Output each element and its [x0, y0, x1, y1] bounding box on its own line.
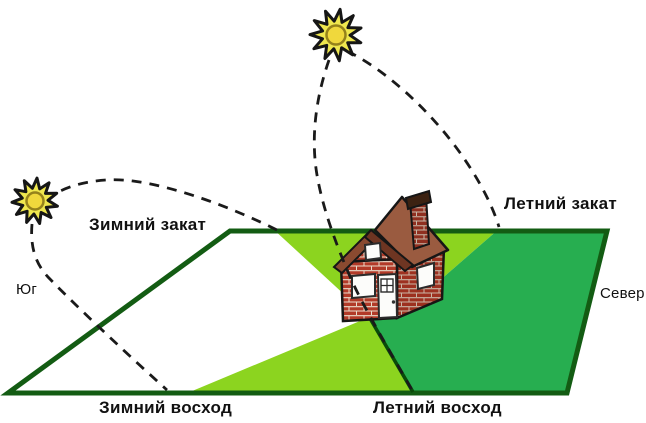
- winter-sun-path-upper-arc: [49, 178, 278, 232]
- ground-border: [0, 228, 611, 396]
- north-label: Север: [600, 285, 645, 302]
- house-door-window-grid: [381, 279, 393, 292]
- house-gable-window: [363, 241, 383, 262]
- winter-sunset-label: Зимний закат: [89, 215, 207, 234]
- summer-sun-path-setting-arc: [346, 49, 501, 228]
- summer-sunset-label: Летний закат: [504, 194, 617, 213]
- south-label: Юг: [16, 281, 38, 298]
- summer-sun-icon: [308, 7, 363, 63]
- house-gable-roof-right: [363, 228, 415, 273]
- summer-sun-path-rising-arc: [312, 59, 414, 391]
- winter-sun-path-descending-arc: [30, 223, 168, 392]
- summer-sunrise-label: Летний восход: [373, 398, 502, 417]
- winter-sunrise-label: Зимний восход: [99, 398, 233, 417]
- house-icon: [332, 189, 450, 323]
- north-zone: [367, 231, 607, 393]
- house-chimney-cap: [404, 189, 433, 211]
- sunlit-zone-lower: [185, 316, 416, 393]
- house-side-window: [415, 261, 435, 291]
- house-door-knob: [391, 300, 396, 304]
- winter-sun-icon: [10, 176, 59, 225]
